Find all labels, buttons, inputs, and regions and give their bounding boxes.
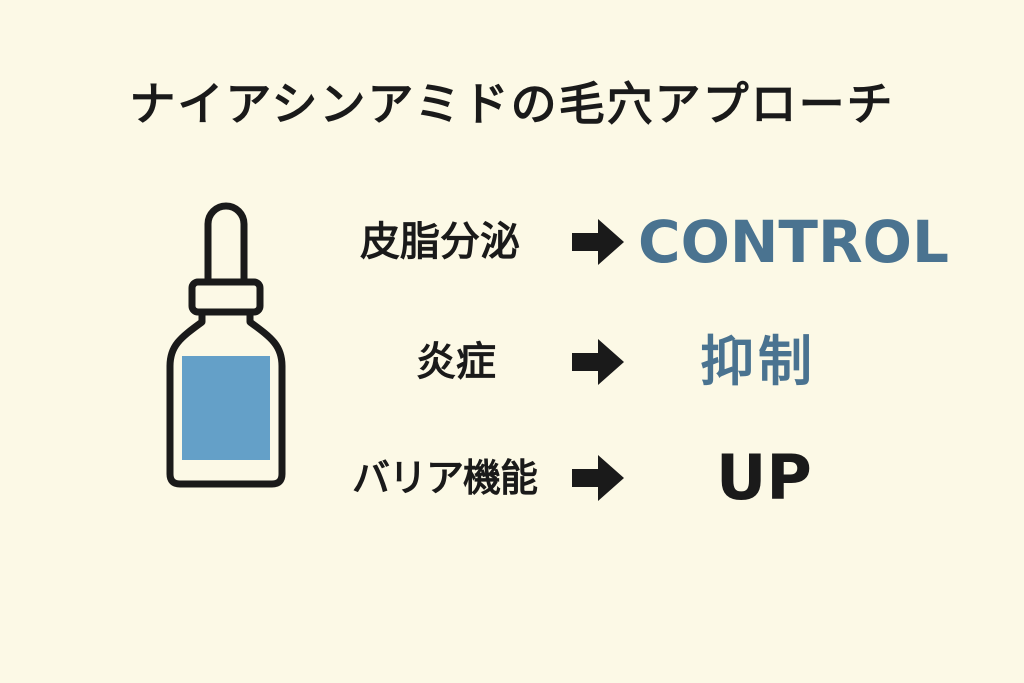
row-label-sebum: 皮脂分泌 [360, 219, 520, 265]
bottle-label-panel [182, 356, 270, 460]
row-label-inflammation: 炎症 [416, 339, 496, 385]
row-inflammation: 炎症 抑制 [0, 322, 1024, 402]
right-arrow-icon [572, 219, 624, 265]
row-value-sebum: CONTROL [638, 208, 949, 276]
page-title: ナイアシンアミドの毛穴アプローチ [129, 77, 895, 131]
right-arrow-icon [572, 339, 624, 385]
row-label-barrier: バリア機能 [352, 456, 538, 500]
right-arrow-icon [572, 455, 624, 501]
row-value-inflammation: 抑制 [700, 330, 816, 393]
row-value-barrier: UP [716, 441, 812, 514]
row-barrier: バリア機能 UP [0, 438, 1024, 518]
row-sebum: 皮脂分泌 CONTROL [0, 202, 1024, 282]
serum-dropper-bottle-icon [166, 202, 286, 488]
